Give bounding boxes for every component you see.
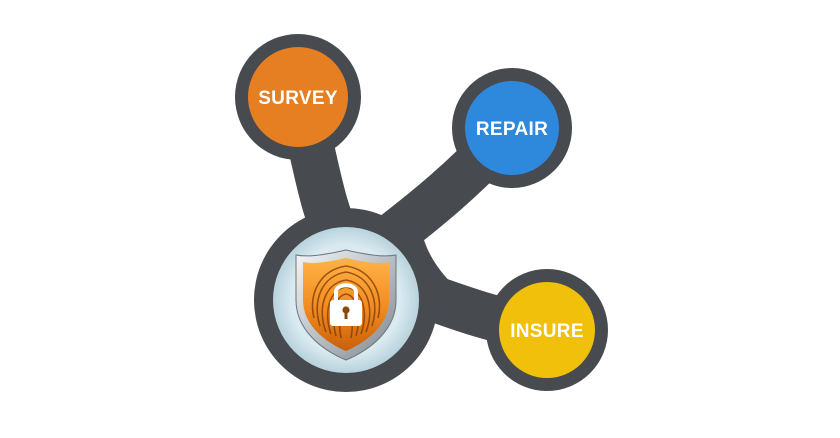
node-survey: SURVEY (235, 34, 361, 160)
node-repair: REPAIR (452, 68, 572, 188)
repair-label: REPAIR (476, 119, 548, 140)
node-insure: INSURE (486, 269, 608, 391)
fingerprint-shield-lock-icon (295, 249, 397, 361)
repair-circle (465, 81, 559, 175)
lock-icon (330, 283, 362, 326)
survey-label: SURVEY (258, 88, 338, 109)
insure-circle (499, 282, 595, 378)
insure-label: INSURE (510, 321, 584, 342)
survey-circle (248, 47, 348, 147)
